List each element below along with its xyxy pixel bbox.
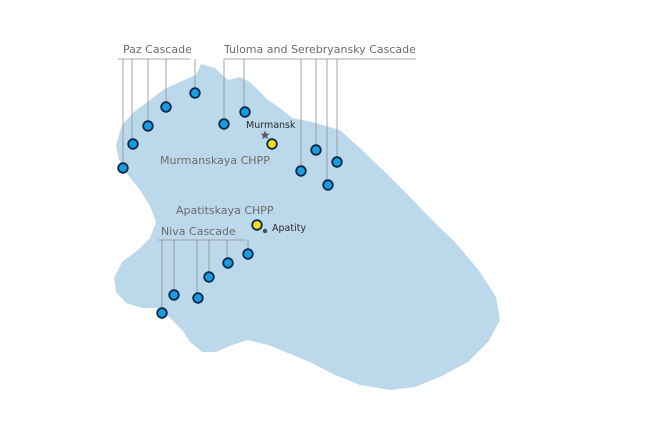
hpp-marker[interactable] (160, 101, 172, 113)
murmanskaya-chpp-marker[interactable] (266, 138, 278, 150)
murmanskaya-chpp-label: Murmanskaya CHPP (160, 154, 270, 167)
hpp-marker[interactable] (218, 118, 230, 130)
hpp-marker[interactable] (322, 179, 334, 191)
hpp-marker[interactable] (189, 87, 201, 99)
land-mass (114, 64, 500, 390)
hpp-marker[interactable] (142, 120, 154, 132)
hpp-marker[interactable] (310, 144, 322, 156)
hpp-marker[interactable] (168, 289, 180, 301)
tuloma-plants (218, 106, 343, 191)
hpp-marker[interactable] (239, 106, 251, 118)
dot-icon (262, 228, 268, 234)
apatitskaya-chpp-label: Apatitskaya CHPP (176, 204, 274, 217)
hpp-marker[interactable] (156, 307, 168, 319)
apatitskaya-chpp-marker[interactable] (251, 219, 263, 231)
hpp-marker[interactable] (222, 257, 234, 269)
star-icon (260, 130, 270, 140)
murmansk-label: Murmansk (246, 120, 296, 131)
paz-cascade-label: Paz Cascade (123, 43, 192, 56)
apatity-label: Apatity (272, 223, 306, 234)
niva-plants (156, 248, 254, 319)
tuloma-cascade-label: Tuloma and Serebryansky Cascade (223, 43, 416, 56)
hpp-marker[interactable] (117, 162, 129, 174)
hpp-marker[interactable] (192, 292, 204, 304)
niva-cascade-label: Niva Cascade (161, 225, 236, 238)
hpp-marker[interactable] (295, 165, 307, 177)
hpp-marker[interactable] (203, 271, 215, 283)
paz-plants (117, 87, 201, 174)
paz-leaders (118, 58, 196, 167)
hpp-marker[interactable] (331, 156, 343, 168)
tuloma-leaders (223, 58, 416, 185)
hpp-marker[interactable] (127, 138, 139, 150)
hpp-marker[interactable] (242, 248, 254, 260)
